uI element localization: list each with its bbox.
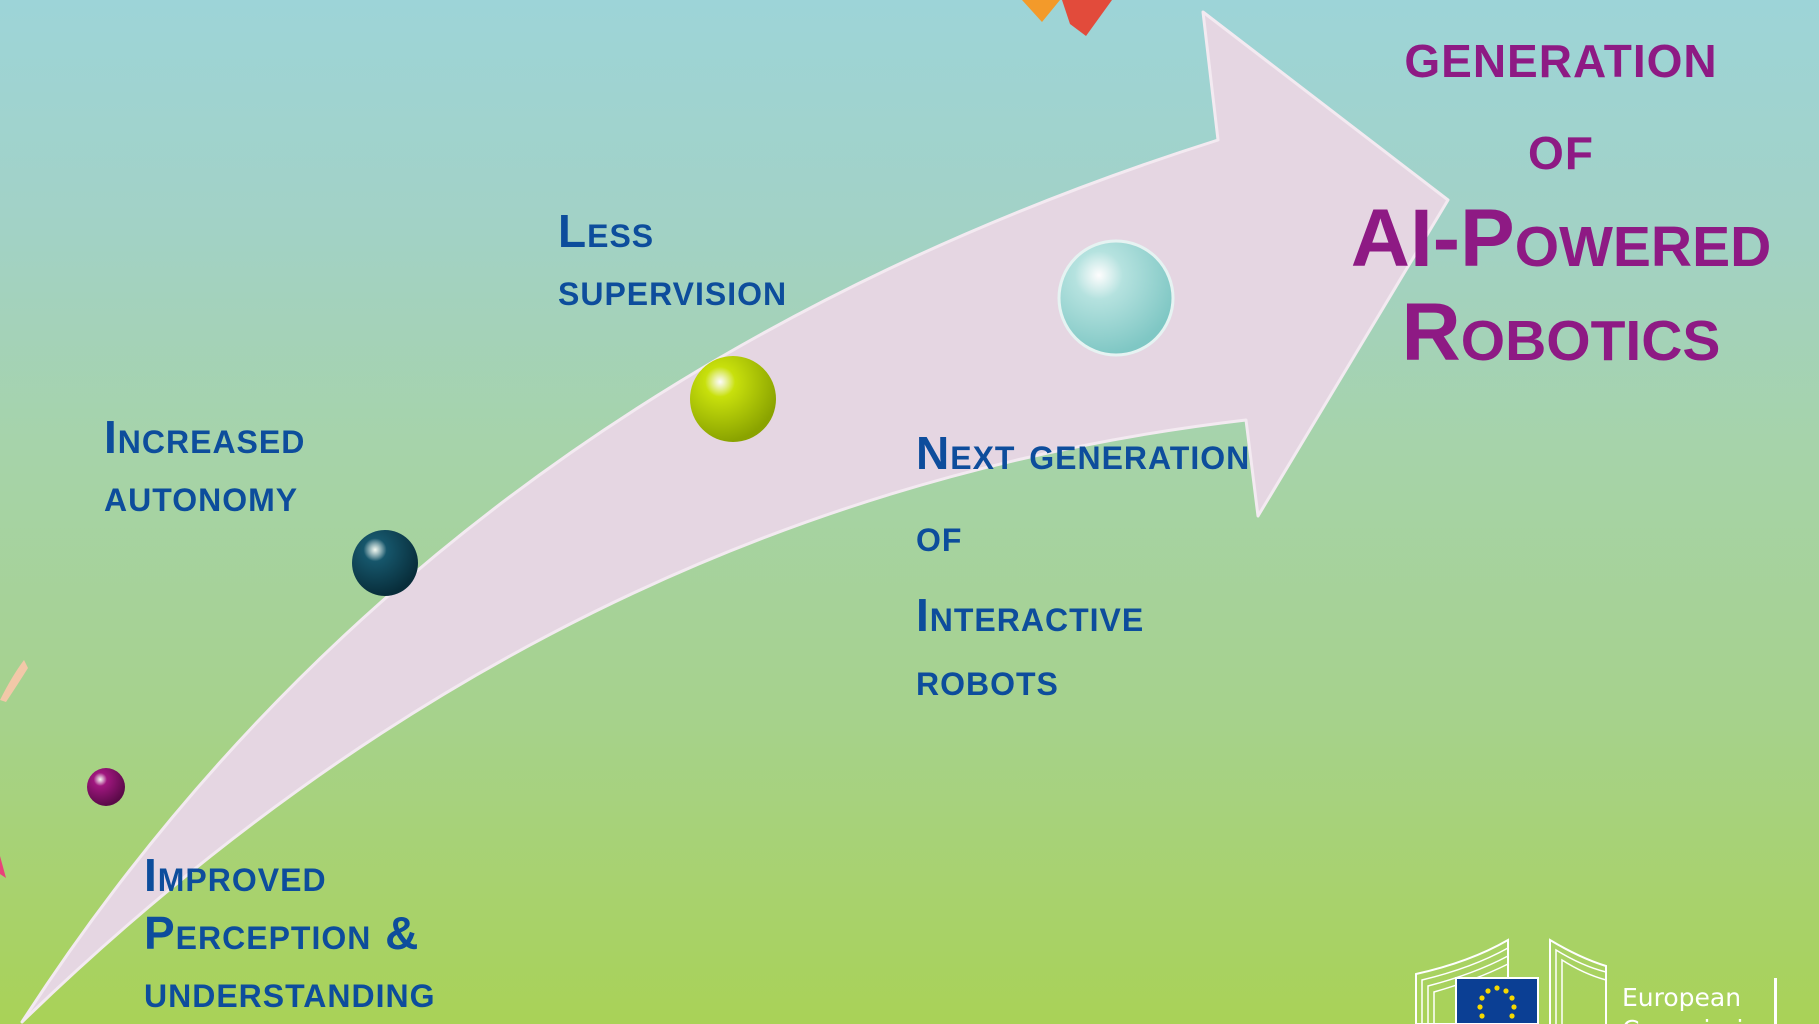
top-decoration-red (1062, 0, 1112, 36)
stage-next-line-3: Interactive (916, 589, 1145, 641)
european-commission-logo: European Commission (1412, 938, 1792, 1024)
bullet-perception (87, 768, 125, 806)
stage-label-autonomy: Increased autonomy (104, 408, 305, 524)
headline-line-4: Robotics (1401, 287, 1721, 378)
bullet-supervision (690, 356, 776, 442)
headline-line-3: AI-Powered (1350, 193, 1772, 284)
stage-supervision-line-2: supervision (558, 263, 788, 315)
brand-name-line-2: Commission (1622, 1014, 1775, 1024)
stage-perception-line-1: Improved (144, 849, 327, 901)
stage-autonomy-line-1: Increased (104, 411, 306, 463)
top-decoration (1022, 0, 1060, 22)
stage-label-supervision: Less supervision (558, 202, 787, 318)
pink-fragment (0, 856, 6, 878)
stage-autonomy-line-2: autonomy (104, 469, 299, 521)
stage-next-line-4: robots (916, 653, 1059, 705)
brand-name-line-1: European (1622, 983, 1742, 1012)
stage-supervision-line-1: Less (558, 205, 655, 257)
european-commission-logo-graphic (1415, 938, 1777, 1024)
stage-perception-line-3: understanding (144, 965, 436, 1017)
stage-next-line-1: Next generation (916, 427, 1251, 479)
bullet-next-generation (1057, 239, 1175, 357)
stage-next-line-2: of (916, 509, 963, 561)
stage-perception-line-2: Perception & (144, 907, 420, 959)
hand-decoration (0, 660, 28, 702)
bullet-autonomy (352, 530, 418, 596)
headline-line-1: generation (1404, 17, 1718, 91)
stage-label-next-generation: Next generation of Interactive robots (916, 412, 1250, 704)
stage-label-perception: Improved Perception & understanding (144, 846, 436, 1020)
headline-line-2: of (1528, 109, 1594, 183)
brand-name: European Commission (1622, 982, 1775, 1024)
headline: generation of AI-Powered Robotics (1311, 8, 1811, 380)
